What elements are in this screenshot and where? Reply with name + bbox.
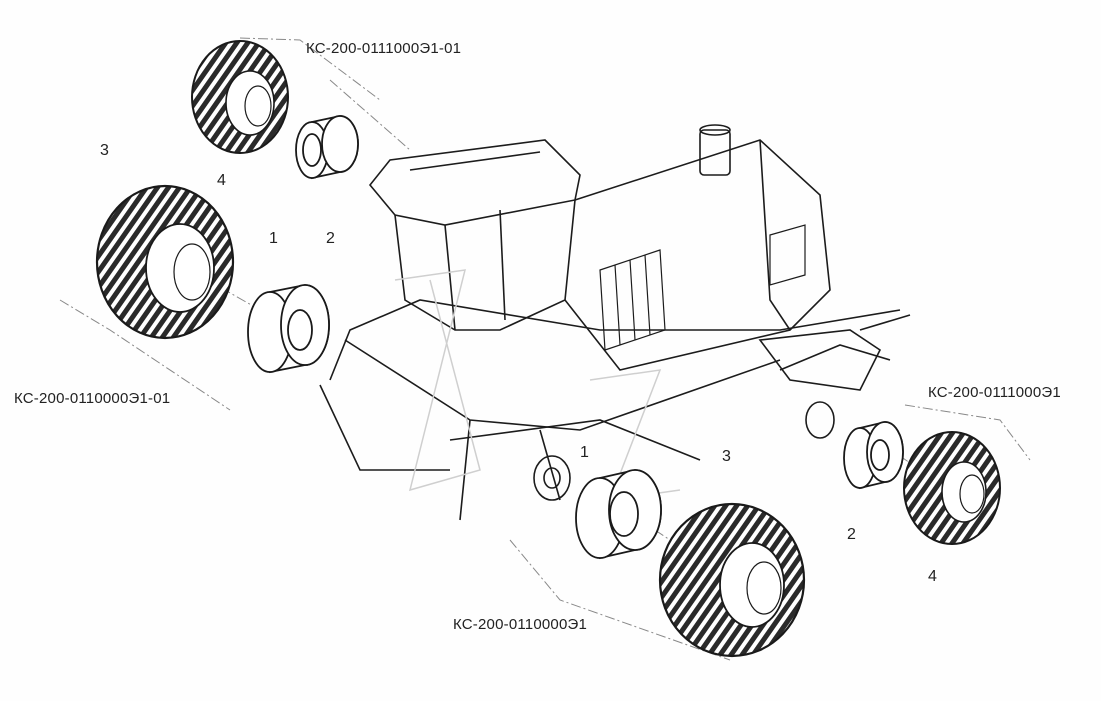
- label-front-right-assembly: КС-200-0110000Э1: [453, 616, 588, 633]
- machine-body: [319, 124, 911, 521]
- callout-front-left-tire: 3: [100, 142, 109, 159]
- front-right-tire: [658, 502, 806, 658]
- front-right-rim: [575, 469, 662, 560]
- front-left-tire: [95, 184, 235, 340]
- rear-right-tire: [903, 431, 1001, 545]
- callout-front-left-rim: 1: [269, 230, 278, 247]
- rear-left-tire: [191, 40, 289, 154]
- rear-right-rim: [843, 421, 904, 490]
- label-rear-left-assembly: КС-200-0111000Э1-01: [306, 40, 462, 57]
- front-left-rim: [247, 284, 330, 374]
- callout-rear-left-rim: 2: [326, 230, 335, 247]
- label-rear-right-assembly: КС-200-0111000Э1: [928, 384, 1061, 401]
- callout-front-right-rim: 1: [580, 444, 589, 461]
- callout-front-right-tire: 3: [722, 448, 731, 465]
- callout-rear-right-tire: 4: [928, 568, 937, 585]
- rear-left-rim: [295, 115, 359, 180]
- callout-rear-right-rim: 2: [847, 526, 856, 543]
- callout-rear-left-tire: 4: [217, 172, 226, 189]
- label-front-left-assembly: КС-200-0110000Э1-01: [14, 390, 171, 407]
